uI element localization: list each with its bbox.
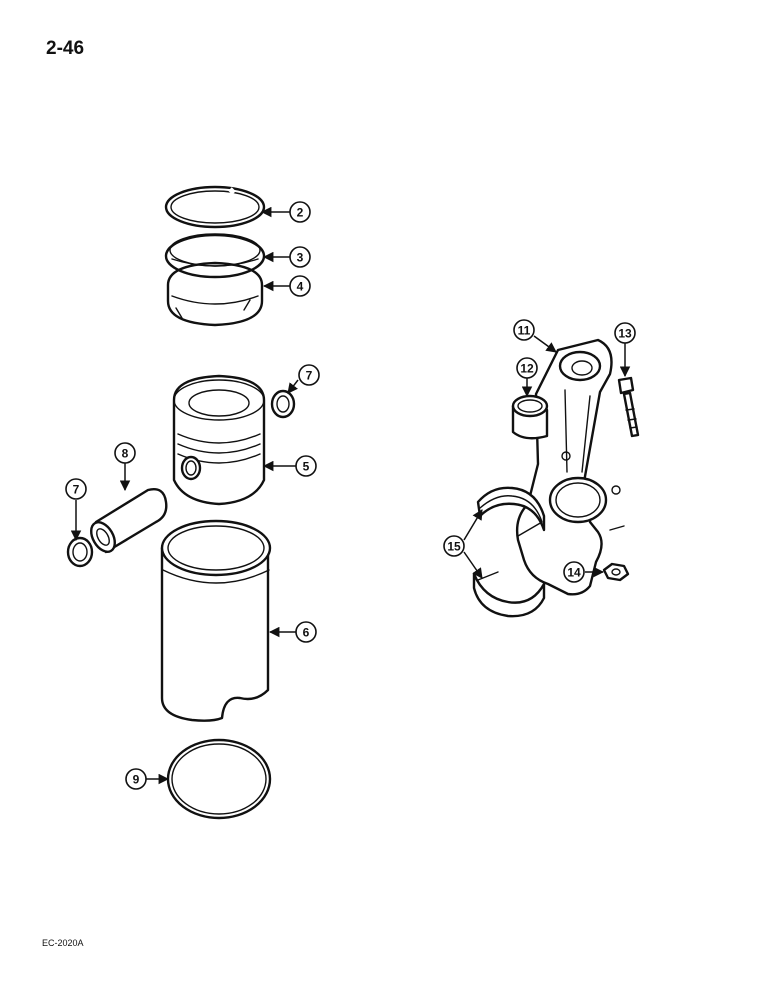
piston-ring-oil [166,261,264,327]
svg-text:15: 15 [447,540,461,554]
callout-14: 14 [563,561,585,583]
snap-ring-right [270,389,296,419]
bushing [511,394,549,440]
document-code: EC-2020A [42,938,84,948]
callout-9: 9 [125,768,147,790]
callout-7-left: 7 [65,478,87,500]
svg-text:14: 14 [567,566,581,580]
svg-text:7: 7 [73,483,80,497]
connecting-rod [515,338,625,596]
svg-text:8: 8 [122,447,129,461]
callout-15: 15 [443,535,465,557]
rod-bolt [617,376,640,438]
piston-pin [90,488,168,554]
svg-text:12: 12 [520,362,534,376]
callout-3: 3 [289,246,311,268]
piston [172,374,266,506]
callout-4: 4 [289,275,311,297]
page-number: 2-46 [46,38,85,59]
snap-ring-left [66,536,94,568]
rod-nut [602,562,630,582]
svg-text:13: 13 [618,327,632,341]
svg-text:11: 11 [518,324,531,338]
callout-5: 5 [295,455,317,477]
svg-text:9: 9 [133,773,140,787]
callout-6: 6 [295,621,317,643]
leader-lines [70,206,631,785]
callout-8: 8 [114,442,136,464]
svg-text:6: 6 [303,626,310,640]
piston-ring-top [164,185,266,229]
svg-text:5: 5 [303,460,310,474]
svg-text:4: 4 [297,280,304,294]
callout-2: 2 [289,201,311,223]
callout-11: 11 [513,319,535,341]
cylinder-sleeve [160,519,272,722]
piston-ring-middle [164,233,266,279]
svg-text:3: 3 [297,251,304,265]
bearing-shell-lower [472,571,546,618]
callout-13: 13 [614,322,636,344]
svg-text:7: 7 [306,369,313,383]
svg-text:2: 2 [297,206,304,220]
callout-7-right: 7 [298,364,320,386]
o-ring [166,738,272,820]
bearing-shell-upper [476,486,546,537]
callout-12: 12 [516,357,538,379]
